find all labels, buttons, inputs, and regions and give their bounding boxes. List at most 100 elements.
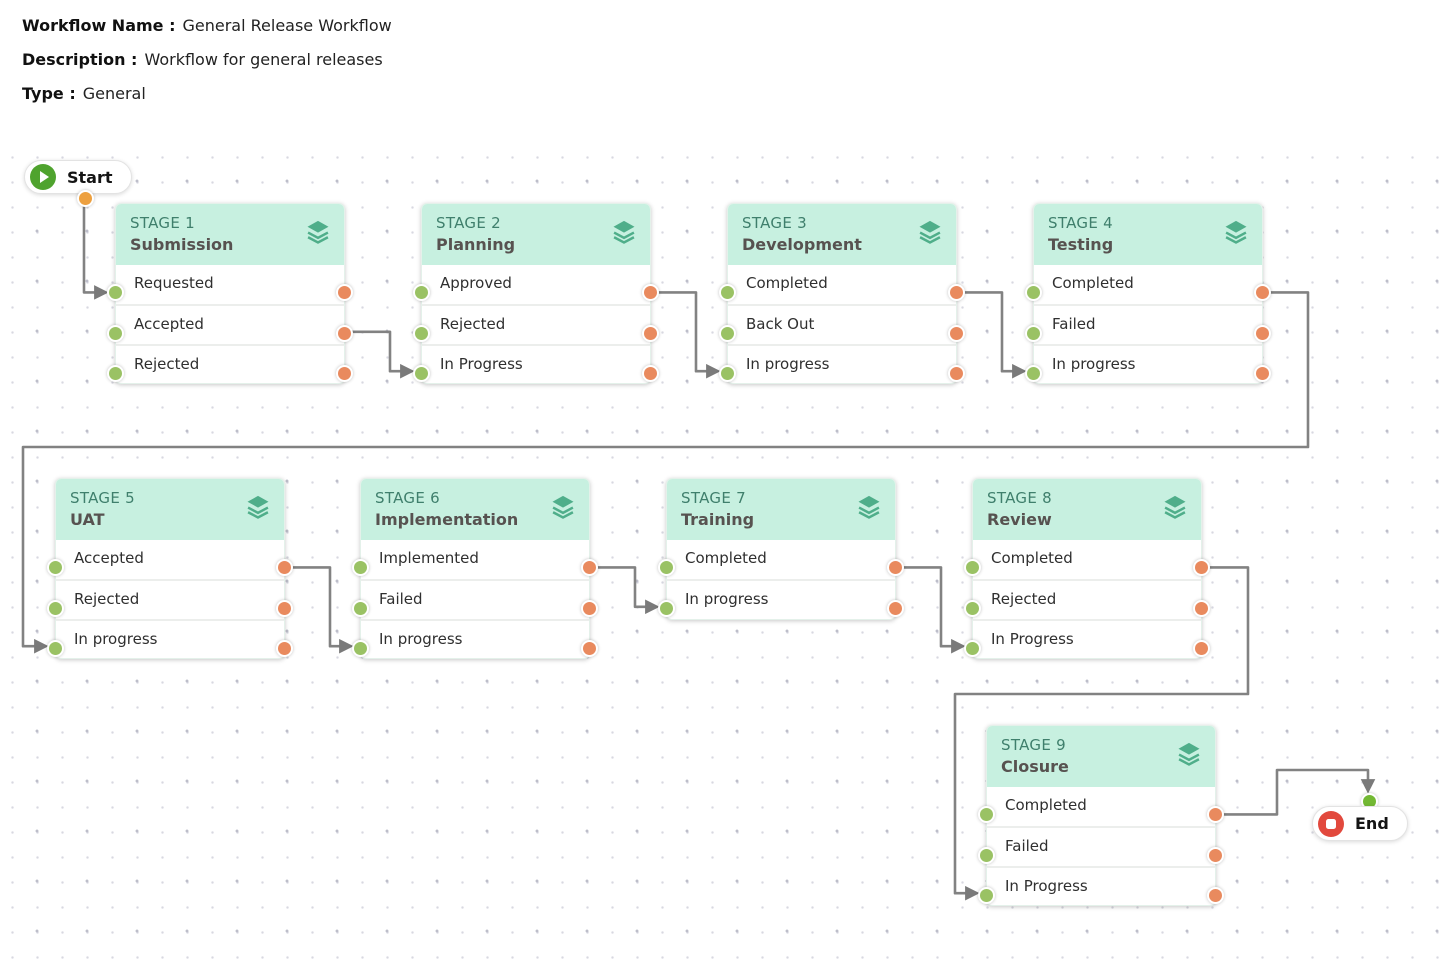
status-in-dot[interactable] bbox=[107, 364, 124, 382]
status-out-dot[interactable] bbox=[336, 284, 353, 301]
status-label: Accepted bbox=[74, 549, 144, 567]
status-out-dot[interactable] bbox=[948, 284, 965, 301]
status-in-dot[interactable] bbox=[107, 325, 124, 343]
status-row: Completed bbox=[658, 540, 904, 580]
layers-icon bbox=[1164, 495, 1186, 519]
status-label: In progress bbox=[74, 629, 158, 648]
status-out-dot[interactable] bbox=[887, 600, 904, 618]
status-row: Rejected bbox=[413, 304, 659, 344]
status-row: In progress bbox=[1025, 343, 1271, 384]
status-out-dot[interactable] bbox=[336, 364, 353, 382]
status-in-dot[interactable] bbox=[978, 886, 995, 904]
status-label: Failed bbox=[379, 590, 423, 609]
status-in-dot[interactable] bbox=[1025, 364, 1042, 382]
start-out-dot[interactable] bbox=[77, 190, 94, 207]
status-in-dot[interactable] bbox=[352, 600, 369, 618]
status-out-dot[interactable] bbox=[642, 284, 659, 301]
status-in-dot[interactable] bbox=[413, 325, 430, 343]
connector-line-10 bbox=[1216, 768, 1376, 816]
workflow-name-line: Workflow Name :General Release Workflow bbox=[22, 16, 392, 35]
status-label: Completed bbox=[685, 549, 767, 567]
status-out-dot[interactable] bbox=[581, 639, 598, 657]
status-in-dot[interactable] bbox=[47, 559, 64, 576]
status-out-dot[interactable] bbox=[642, 325, 659, 343]
status-out-dot[interactable] bbox=[581, 559, 598, 576]
stage-card-1[interactable]: STAGE 1 Submission Requested Accepted Re… bbox=[107, 203, 353, 385]
stage-name: Training bbox=[681, 510, 755, 530]
status-in-dot[interactable] bbox=[1025, 284, 1042, 301]
status-out-dot[interactable] bbox=[1254, 284, 1271, 301]
status-out-dot[interactable] bbox=[887, 559, 904, 576]
status-in-dot[interactable] bbox=[719, 364, 736, 382]
stage-label: STAGE 3 bbox=[742, 214, 808, 232]
status-out-dot[interactable] bbox=[336, 325, 353, 343]
stage-card-8[interactable]: STAGE 8 Review Completed Rejected In Pro… bbox=[964, 478, 1210, 660]
status-label: In Progress bbox=[440, 354, 523, 373]
status-out-dot[interactable] bbox=[642, 364, 659, 382]
status-in-dot[interactable] bbox=[47, 639, 64, 657]
status-out-dot[interactable] bbox=[1193, 639, 1210, 657]
status-in-dot[interactable] bbox=[964, 600, 981, 618]
status-label: In progress bbox=[685, 590, 769, 609]
status-label: In progress bbox=[746, 354, 830, 373]
status-label: In progress bbox=[1052, 354, 1136, 373]
status-out-dot[interactable] bbox=[581, 600, 598, 618]
layers-icon bbox=[1178, 742, 1200, 766]
start-node[interactable]: Start bbox=[24, 160, 132, 194]
stage-card-6[interactable]: STAGE 6 Implementation Implemented Faile… bbox=[352, 478, 598, 660]
status-out-dot[interactable] bbox=[1207, 886, 1224, 904]
stage-card-2[interactable]: STAGE 2 Planning Approved Rejected In Pr… bbox=[413, 203, 659, 385]
stage-name: Review bbox=[987, 510, 1052, 530]
status-out-dot[interactable] bbox=[276, 639, 293, 657]
stage-name: Implementation bbox=[375, 510, 519, 530]
stage-name: Development bbox=[742, 235, 862, 255]
status-in-dot[interactable] bbox=[1025, 325, 1042, 343]
status-row: Rejected bbox=[107, 343, 353, 384]
status-row: Failed bbox=[978, 826, 1224, 866]
status-in-dot[interactable] bbox=[978, 847, 995, 865]
description-line: Description :Workflow for general releas… bbox=[22, 50, 392, 69]
status-in-dot[interactable] bbox=[719, 284, 736, 301]
status-in-dot[interactable] bbox=[658, 600, 675, 618]
status-out-dot[interactable] bbox=[276, 600, 293, 618]
status-out-dot[interactable] bbox=[276, 559, 293, 576]
status-out-dot[interactable] bbox=[1207, 847, 1224, 865]
stage-label: STAGE 9 bbox=[1001, 736, 1067, 754]
stage-header: STAGE 9 Closure bbox=[987, 726, 1215, 787]
status-out-dot[interactable] bbox=[1254, 364, 1271, 382]
stage-header: STAGE 5 UAT bbox=[56, 479, 284, 540]
stage-card-5[interactable]: STAGE 5 UAT Accepted Rejected In progres… bbox=[47, 478, 293, 660]
end-node[interactable]: End bbox=[1312, 806, 1408, 841]
status-in-dot[interactable] bbox=[964, 559, 981, 576]
connector-line-9 bbox=[953, 566, 1250, 901]
status-in-dot[interactable] bbox=[964, 639, 981, 657]
status-in-dot[interactable] bbox=[719, 325, 736, 343]
status-out-dot[interactable] bbox=[1193, 600, 1210, 618]
status-row: In progress bbox=[658, 579, 904, 619]
status-in-dot[interactable] bbox=[47, 600, 64, 618]
status-row: In progress bbox=[352, 618, 598, 659]
status-in-dot[interactable] bbox=[978, 806, 995, 823]
status-out-dot[interactable] bbox=[1207, 806, 1224, 823]
stage-label: STAGE 5 bbox=[70, 489, 136, 507]
layers-icon bbox=[1225, 220, 1247, 244]
status-label: Requested bbox=[134, 274, 214, 292]
status-out-dot[interactable] bbox=[1254, 325, 1271, 343]
status-out-dot[interactable] bbox=[948, 325, 965, 343]
stage-card-9[interactable]: STAGE 9 Closure Completed Failed In Prog… bbox=[978, 725, 1224, 907]
stage-name: Submission bbox=[130, 235, 234, 255]
stage-label: STAGE 7 bbox=[681, 489, 747, 507]
stage-card-3[interactable]: STAGE 3 Development Completed Back Out I… bbox=[719, 203, 965, 385]
stage-card-7[interactable]: STAGE 7 Training Completed In progress bbox=[658, 478, 904, 620]
status-out-dot[interactable] bbox=[1193, 559, 1210, 576]
status-in-dot[interactable] bbox=[352, 559, 369, 576]
stage-card-4[interactable]: STAGE 4 Testing Completed Failed In prog… bbox=[1025, 203, 1271, 385]
status-in-dot[interactable] bbox=[658, 559, 675, 576]
status-in-dot[interactable] bbox=[413, 364, 430, 382]
status-in-dot[interactable] bbox=[107, 284, 124, 301]
status-out-dot[interactable] bbox=[948, 364, 965, 382]
connector-line-5 bbox=[21, 291, 1310, 654]
status-in-dot[interactable] bbox=[352, 639, 369, 657]
status-in-dot[interactable] bbox=[413, 284, 430, 301]
